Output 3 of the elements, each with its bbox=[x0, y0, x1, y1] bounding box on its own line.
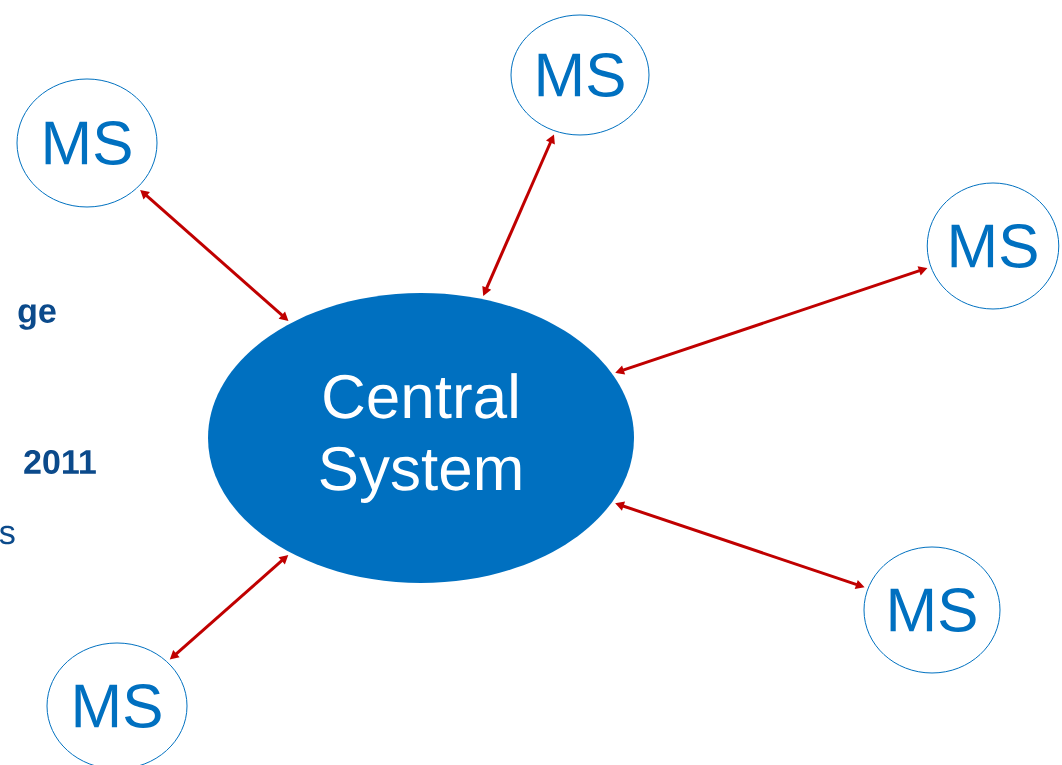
text-fragment: 2011 bbox=[24, 449, 96, 475]
text-fragment: ge bbox=[18, 304, 56, 330]
text-fragment: s bbox=[0, 525, 15, 545]
